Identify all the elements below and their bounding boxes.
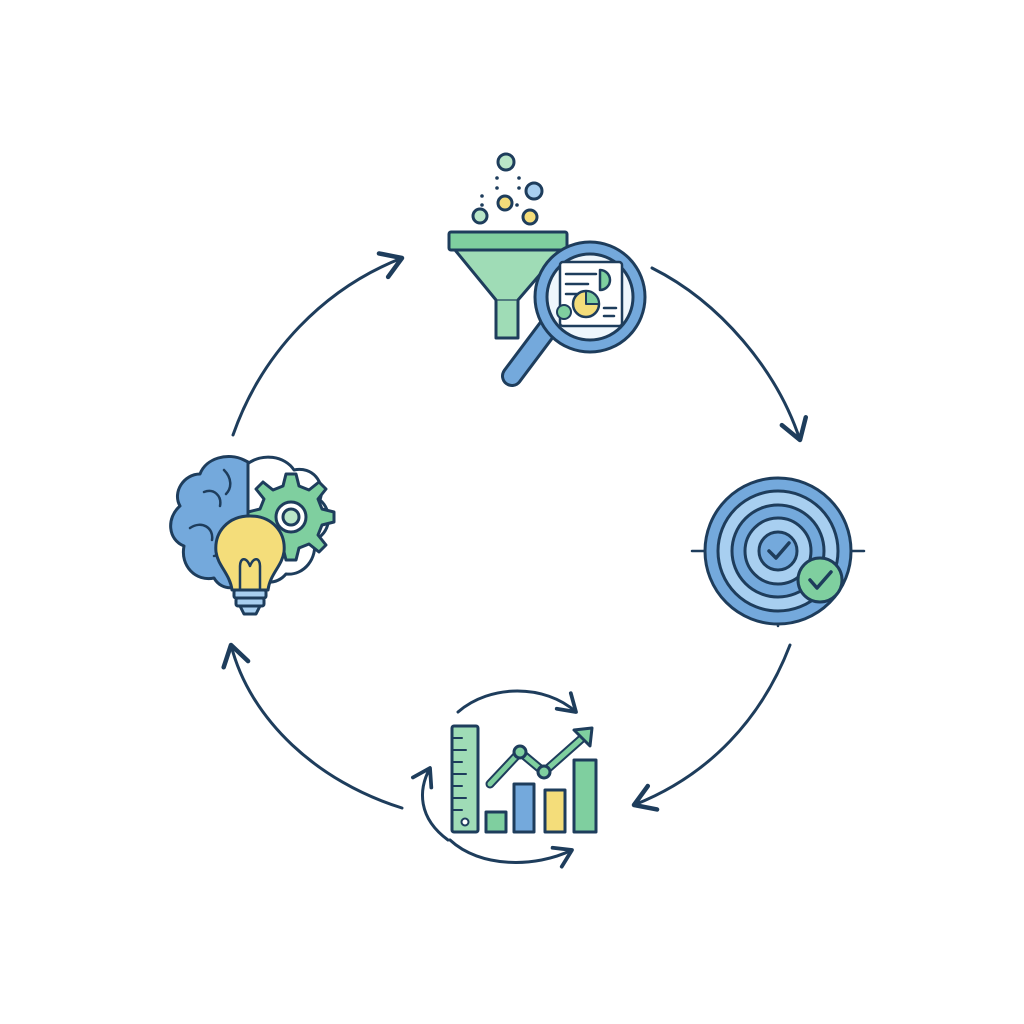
magnifier-icon (501, 240, 647, 387)
arrow-left-to-top (231, 251, 405, 437)
bar-chart (484, 758, 598, 834)
target-check-icon (690, 476, 866, 628)
ruler-icon (450, 724, 480, 834)
arrow-top-to-right (650, 266, 809, 443)
arrow-bottom-to-left (221, 642, 404, 810)
check-badge-icon (796, 556, 844, 604)
data-funnel-magnifier-icon (447, 152, 647, 387)
arrow-right-to-bottom (631, 643, 792, 812)
loop-arrow-bottom (448, 838, 574, 869)
report-document-icon (556, 260, 624, 328)
loop-arrow-top (456, 689, 578, 714)
data-particles (471, 152, 544, 226)
measurement-growth-chart-icon (411, 689, 598, 869)
trend-line (485, 726, 594, 789)
cycle-arrows (221, 251, 809, 812)
funnel-icon (447, 230, 569, 340)
brain-gear-lightbulb-icon (169, 455, 336, 616)
loop-arrow-left (411, 766, 450, 842)
lightbulb-icon (214, 514, 286, 616)
